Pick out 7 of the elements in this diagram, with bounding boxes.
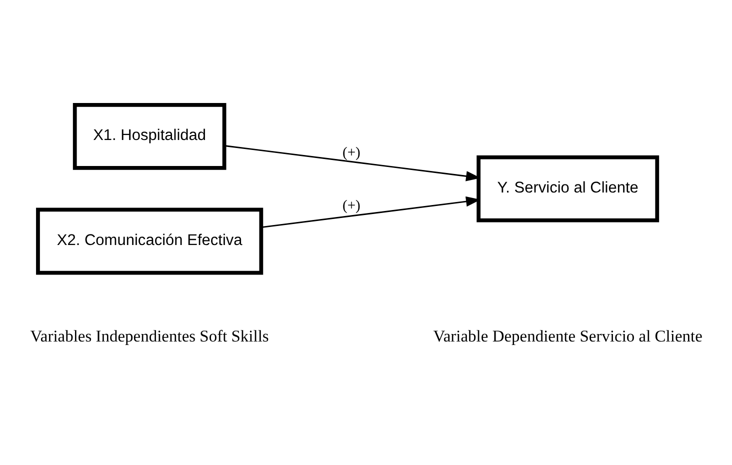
node-box: X1. Hospitalidad [72, 102, 226, 170]
node-box: X2. Comunicación Efectiva [36, 208, 264, 275]
edge-label: (+) [342, 198, 360, 214]
label: Variable Dependiente Servicio al Cliente [433, 326, 702, 346]
edge-label: (+) [342, 144, 360, 161]
label: Variables Independientes Soft Skills [30, 326, 269, 346]
node-box: Y. Servicio al Cliente [476, 155, 660, 222]
